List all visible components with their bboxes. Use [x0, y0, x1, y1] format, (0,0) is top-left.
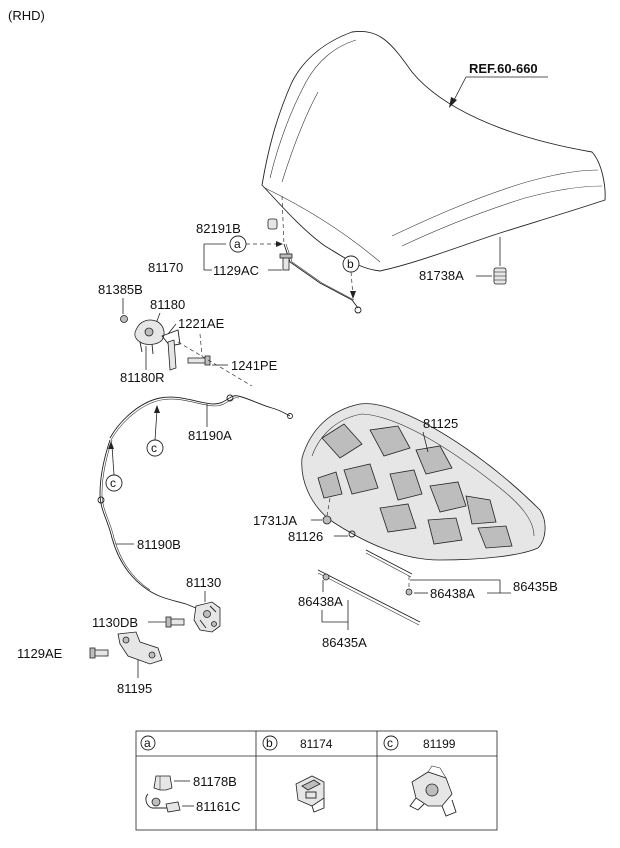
callout-b-letter: b — [347, 257, 354, 271]
arrow-a-icon — [276, 241, 283, 247]
legend-callout-b — [262, 735, 278, 751]
label-86438A-left: 86438A — [298, 594, 343, 609]
ref-arrow-icon — [449, 97, 457, 108]
screw-1241PE — [187, 355, 211, 366]
weatherstrip-86435A — [317, 569, 421, 626]
legend-letter-c: c — [387, 736, 393, 750]
part-81199 — [409, 765, 457, 817]
legend-table — [135, 730, 498, 831]
rhd-note: (RHD) — [8, 8, 45, 23]
label-81170: 81170 — [148, 260, 183, 275]
label-81180R: 81180R — [120, 370, 165, 385]
arrow-c-mid-icon — [154, 405, 160, 413]
clip-1731JA — [322, 515, 332, 525]
label-86435B: 86435B — [513, 579, 558, 594]
arrow-b-icon — [350, 291, 356, 299]
label-86438A-right: 86438A — [430, 586, 475, 601]
release-handle-81180 — [134, 319, 181, 371]
label-81125: 81125 — [423, 416, 458, 431]
label-81385B: 81385B — [98, 282, 143, 297]
clip-86438A-right — [405, 588, 413, 596]
clip-81178B — [153, 775, 173, 791]
label-1241PE: 1241PE — [231, 358, 278, 373]
bolt-1129AC — [279, 253, 293, 271]
legend-callout-c — [383, 735, 399, 751]
label-1221AE: 1221AE — [178, 316, 225, 331]
label-81738A: 81738A — [419, 268, 464, 283]
label-1731JA: 1731JA — [253, 513, 297, 528]
screw-81385B — [120, 315, 128, 323]
legend-part-b: 81174 — [300, 737, 333, 751]
ref-label: REF.60-660 — [469, 61, 538, 76]
release-cable-81190B — [97, 439, 197, 609]
legend-letter-a: a — [144, 736, 151, 750]
callout-c-letter-mid: c — [151, 441, 157, 455]
clip-86438A-left — [322, 573, 330, 581]
legend-callout-a — [140, 735, 156, 751]
weatherstrip-86435B — [365, 549, 413, 578]
label-82191B: 82191B — [196, 221, 241, 236]
legend-label-81178B: 81178B — [193, 774, 237, 789]
bolt-1129AE — [89, 647, 109, 659]
bumper-81738A — [493, 267, 507, 285]
label-81190B: 81190B — [137, 537, 181, 552]
label-81195: 81195 — [117, 681, 152, 696]
latch-bracket-81195 — [117, 631, 163, 665]
hood-panel — [261, 30, 606, 272]
hood-insulator-81125 — [301, 403, 546, 561]
rod-holder-81161C — [145, 793, 181, 813]
label-1130DB: 1130DB — [92, 615, 138, 630]
bolt-1130DB — [165, 616, 185, 628]
label-81180: 81180 — [150, 297, 185, 312]
label-81126: 81126 — [288, 529, 323, 544]
callout-c-letter-left: c — [110, 476, 116, 490]
legend-part-c: 81199 — [423, 737, 456, 751]
hood-stay-rod — [283, 243, 362, 314]
hood-striker-82191B — [267, 218, 278, 230]
hood-latch-81130 — [193, 601, 221, 633]
label-1129AE: 1129AE — [17, 646, 63, 661]
label-86435A: 86435A — [322, 635, 367, 650]
label-81130: 81130 — [186, 575, 221, 590]
clip-81126 — [348, 530, 356, 538]
label-1129AC: 1129AC — [213, 263, 259, 278]
release-cable-81190A — [109, 394, 293, 441]
part-81174 — [295, 775, 325, 813]
legend-letter-b: b — [266, 736, 273, 750]
label-81190A: 81190A — [188, 428, 232, 443]
callout-a-letter: a — [234, 237, 241, 251]
legend-label-81161C: 81161C — [196, 799, 241, 814]
